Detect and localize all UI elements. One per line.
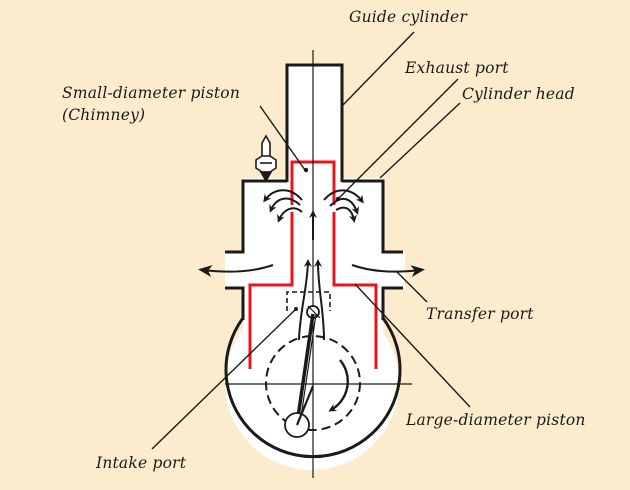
- label-chimney: (Chimney): [62, 106, 146, 124]
- leader-large-piston: [354, 283, 471, 408]
- intake-port-dashed: [286, 291, 331, 311]
- label-small-diameter-piston: Small-diameter piston: [62, 84, 241, 102]
- crank-circle: [265, 335, 361, 431]
- rotation-arrow: [328, 359, 349, 412]
- leader-transfer-port: [396, 271, 428, 303]
- spark-plug-icon: [255, 134, 277, 183]
- leader-lines: [151, 31, 471, 450]
- label-guide-cylinder: Guide cylinder: [349, 8, 467, 26]
- connecting-rod-assembly: [284, 305, 321, 438]
- leader-cylinder-head: [379, 102, 461, 179]
- engine-outline: [224, 63, 403, 459]
- leader-intake-port: [151, 308, 297, 450]
- flow-arrows: [198, 189, 425, 341]
- label-transfer-port: Transfer port: [426, 305, 534, 323]
- center-lines: [225, 50, 412, 478]
- label-intake-port: Intake port: [96, 454, 187, 472]
- label-large-diameter-piston: Large-diameter piston: [406, 411, 586, 429]
- cylinder-head-right-outline: [342, 179, 403, 254]
- large-diameter-piston-left: [248, 212, 294, 369]
- connecting-rod: [295, 313, 315, 425]
- lower-left-outline: [225, 286, 245, 320]
- label-cylinder-head: Cylinder head: [462, 85, 575, 103]
- cylinder-head-left-outline: [225, 179, 287, 254]
- crankcase: [225, 296, 399, 470]
- leader-guide-cylinder: [342, 31, 415, 106]
- label-exhaust-port: Exhaust port: [405, 59, 509, 77]
- leader-small-piston: [259, 105, 306, 171]
- engine-body: [225, 65, 405, 470]
- leader-exhaust-port: [337, 78, 459, 200]
- lower-right-outline: [381, 286, 403, 320]
- guide-cylinder-outline: [285, 63, 344, 182]
